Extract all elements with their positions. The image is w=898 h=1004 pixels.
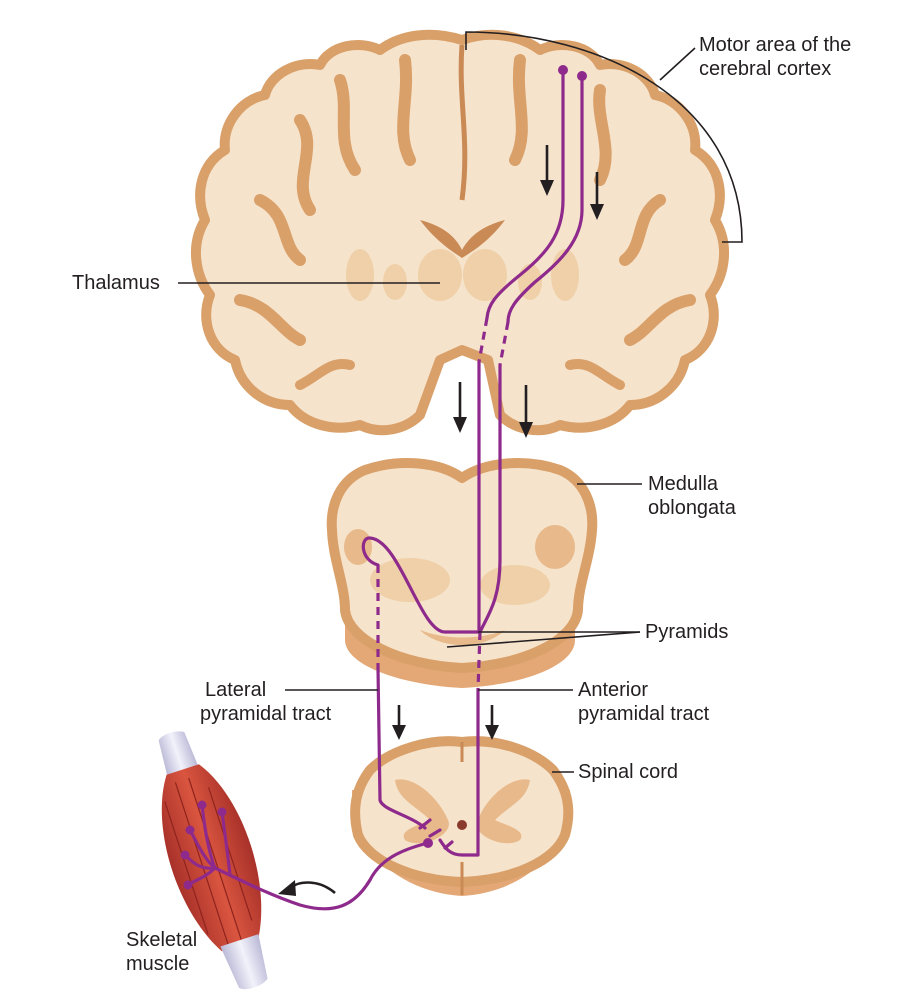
label-motor-area-line1: Motor area of the [699,34,852,56]
lateral-tract-medulla [361,360,481,634]
motor-nerve-to-muscle [213,841,430,911]
label-medulla-oblongata: Medulla oblongata [648,472,736,520]
label-motor-area-line2: cerebral cortex [699,58,832,80]
medulla-oblongata-section [326,458,598,688]
direction-arrows [278,145,604,896]
pyramids-leader-lower [446,631,641,648]
corticospinal-tracts [180,65,587,911]
motor-area-leader [659,47,696,81]
label-anterior-pyramidal-tract: Anterior pyramidal tract [578,678,709,726]
label-anterior-line2: pyramidal tract [578,703,710,725]
label-skeletal-line1: Skeletal [126,929,198,951]
lateral-tract-spinal [376,666,427,830]
spinal-cord-section [350,736,574,896]
label-skeletal-muscle: Skeletal muscle [126,928,197,976]
label-motor-area: Motor area of the cerebral cortex [699,33,851,81]
thalamus-left [418,249,462,301]
label-lateral-line1: Lateral [205,679,267,701]
motor-area-bracket [465,31,743,243]
label-skeletal-line2: muscle [126,953,190,975]
muscle-tendon-bottom [220,934,268,990]
label-lateral-line2: pyramidal tract [200,703,332,725]
label-medulla-line1: Medulla [648,473,719,495]
anterior-tract-upper [506,74,584,324]
label-thalamus: Thalamus [72,272,160,294]
label-spinal-cord: Spinal cord [578,761,679,783]
label-pyramids: Pyramids [645,621,729,643]
label-anterior-line1: Anterior [578,679,649,701]
anterior-tract-medulla [478,363,502,634]
lateral-tract-upper [485,68,565,320]
label-medulla-line2: oblongata [648,497,736,519]
anterior-tract-spinal [438,688,480,857]
label-lateral-pyramidal-tract: Lateral pyramidal tract [200,678,355,726]
thalamus-right [463,249,507,301]
spinal-gray-matter [395,779,530,844]
cerebrum-section [190,29,730,436]
